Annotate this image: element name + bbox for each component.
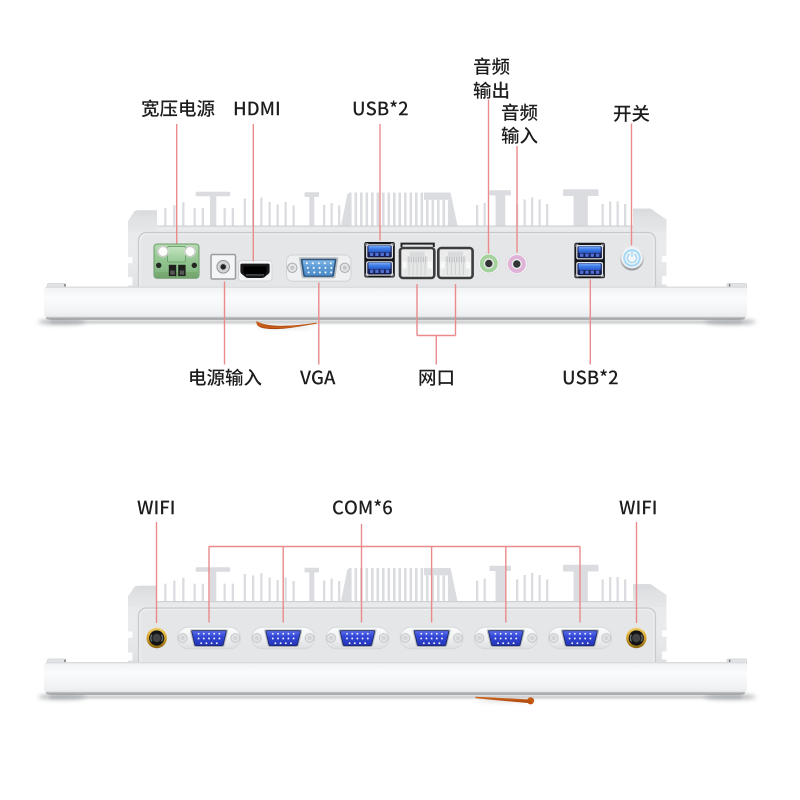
dc-power-terminal xyxy=(153,243,200,279)
com-port xyxy=(177,626,241,650)
audio-out-jack xyxy=(477,252,501,275)
usb3-ports-right xyxy=(574,242,605,279)
front-bezel xyxy=(38,658,756,700)
power-button xyxy=(619,246,645,271)
audio-in-jack xyxy=(505,252,529,276)
usb3-ports-left xyxy=(364,242,395,278)
ethernet-ports xyxy=(398,242,474,280)
com-port xyxy=(473,626,538,650)
com-port xyxy=(399,626,464,650)
com-port xyxy=(548,626,612,650)
com-port xyxy=(251,626,316,650)
bottom-com-view xyxy=(38,564,756,705)
heatsink-fins xyxy=(164,189,627,226)
dc-power-jack xyxy=(210,253,237,280)
orange-accent-bottom xyxy=(475,696,535,705)
orange-accent-top xyxy=(256,321,317,330)
heatsink-fins xyxy=(164,564,627,601)
callout-lines xyxy=(155,99,638,623)
wifi-antenna-connector-left xyxy=(146,627,167,649)
front-bezel xyxy=(38,283,756,325)
com-port xyxy=(325,626,390,650)
vga-port xyxy=(286,254,352,282)
wifi-antenna-connector-right xyxy=(626,627,647,649)
rear-io-view xyxy=(38,189,756,330)
hdmi-port xyxy=(238,260,273,282)
